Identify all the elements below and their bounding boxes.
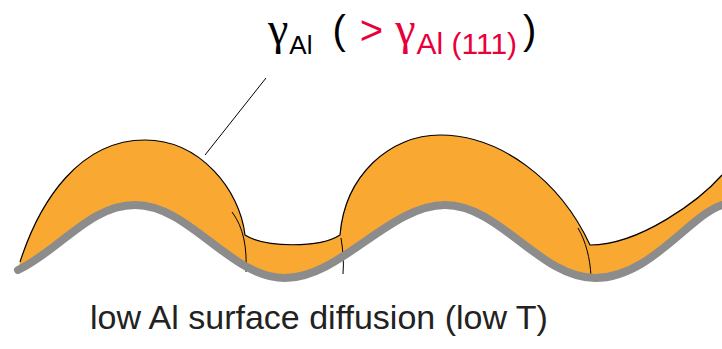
grain-boundary xyxy=(578,228,591,276)
al-film xyxy=(18,135,722,278)
gamma-symbol: γ xyxy=(395,6,415,52)
film-surface xyxy=(20,135,722,262)
comparison-sign: > xyxy=(360,10,383,50)
parenthesis: ) xyxy=(523,10,536,50)
surface-energy-label: γAl(>γAl (111)) xyxy=(268,6,536,52)
subscript: Al (111) xyxy=(416,29,517,59)
subscript: Al xyxy=(289,32,312,58)
substrate-surface xyxy=(18,205,722,278)
gamma-symbol: γ xyxy=(268,6,288,52)
parenthesis: ( xyxy=(332,10,345,50)
leader-line xyxy=(205,78,266,155)
caption-text: low Al surface diffusion (low T) xyxy=(90,300,548,334)
